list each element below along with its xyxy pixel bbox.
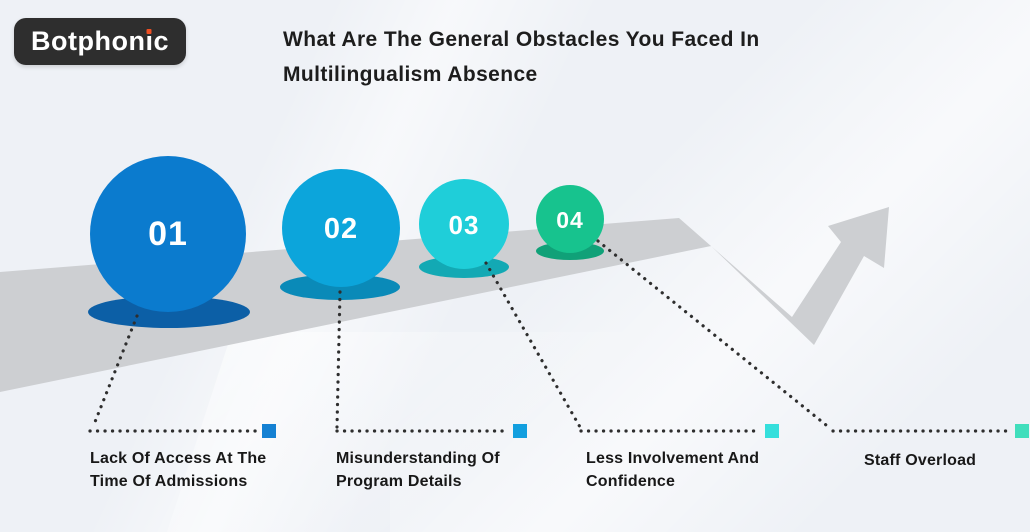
brand-text-part: Botphon bbox=[31, 26, 146, 56]
step-3: 03 bbox=[419, 179, 509, 278]
brand-text-part: c bbox=[153, 26, 169, 56]
connector-3 bbox=[484, 261, 761, 433]
step-1-shadow bbox=[88, 296, 250, 328]
marker-square-3 bbox=[765, 424, 779, 438]
connector-4-diagonal bbox=[596, 239, 833, 431]
connector-4 bbox=[596, 239, 1012, 433]
marker-square-2 bbox=[513, 424, 527, 438]
step-3-label: Less Involvement And Confidence bbox=[586, 450, 760, 490]
connector-2 bbox=[335, 290, 509, 433]
step-4-number: 04 bbox=[556, 207, 584, 233]
step-3-number: 03 bbox=[449, 210, 480, 240]
connector-1-diagonal bbox=[91, 314, 139, 429]
step-1: 01 bbox=[88, 156, 250, 328]
marker-square-4 bbox=[1015, 424, 1029, 438]
connector-3-diagonal bbox=[484, 261, 582, 429]
marker-square-1 bbox=[262, 424, 276, 438]
step-4-circle bbox=[536, 185, 604, 253]
step-2-number: 02 bbox=[324, 213, 358, 245]
trend-arrow-ribbon bbox=[0, 207, 889, 392]
step-1-number: 01 bbox=[148, 215, 188, 253]
connector-1 bbox=[88, 314, 258, 433]
step-2-label: Misunderstanding Of Program Details bbox=[336, 450, 500, 490]
step-2-circle bbox=[282, 169, 400, 287]
connector-2-diagonal bbox=[335, 290, 342, 429]
step-2: 02 bbox=[280, 169, 400, 300]
step-4: 04 bbox=[536, 185, 604, 260]
page-title-line-1: What Are The General Obstacles You Faced… bbox=[283, 28, 760, 51]
brand-i-dot bbox=[146, 29, 152, 34]
brand-letter-i: ı bbox=[145, 26, 154, 56]
step-1-label: Lack Of Access At The Time Of Admissions bbox=[90, 450, 267, 490]
step-3-circle bbox=[419, 179, 509, 269]
page-title-line-2: Multilingualism Absence bbox=[283, 63, 538, 86]
step-2-shadow bbox=[280, 274, 400, 300]
step-1-circle bbox=[90, 156, 246, 312]
step-4-label: Staff Overload bbox=[864, 452, 977, 469]
page-title: What Are The General Obstacles You Faced… bbox=[283, 22, 760, 92]
